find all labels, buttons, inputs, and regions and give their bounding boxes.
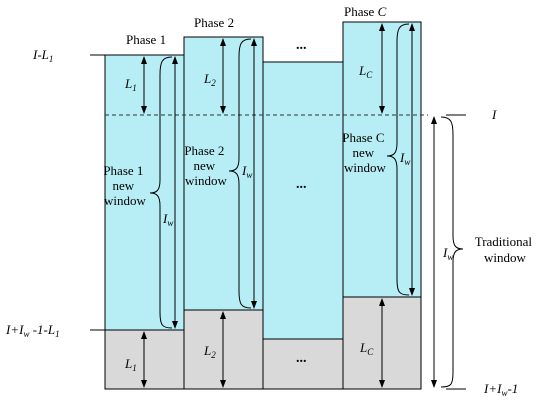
phase-c-new-window-brace [386, 23, 410, 296]
phase-2-new-window-brace [228, 38, 252, 309]
phase-c-length-label-lower: LC [359, 340, 374, 357]
phase-mid-lower-ellipsis: ... [296, 351, 307, 366]
phase-c-title: Phase C [344, 4, 387, 19]
phase-2-window-label: Phase 2 new window [184, 143, 227, 188]
traditional-window-brace [440, 116, 464, 388]
phase-c-window-width-label: Iw [399, 150, 410, 167]
phase-2-window-width-label: Iw [241, 163, 252, 180]
phase-2-title: Phase 2 [194, 15, 234, 30]
phase-c-title-var: C [378, 4, 387, 19]
phase-mid-window-ellipsis: ... [296, 177, 307, 192]
right-bottom-marker-label: I+Iw-1 [483, 381, 518, 398]
arrowheads [141, 23, 437, 388]
right-top-marker-label: I [491, 107, 497, 122]
phase-c-window-label: Phase C new window [342, 130, 388, 175]
phase-c-length-label-upper: LC [358, 63, 373, 80]
left-top-marker-label: I-L1 [32, 47, 53, 64]
phase-mid-lower-area [262, 338, 344, 390]
phase-1-window-width-label: Iw [162, 211, 173, 228]
phase-1-title: Phase 1 [126, 32, 166, 47]
traditional-window-width-label: Iw [442, 245, 453, 262]
left-bottom-marker-label: I+Iw -1-L1 [5, 322, 60, 339]
phase-c-title-prefix: Phase [344, 4, 378, 19]
phase-1-length-label-upper: L1 [124, 76, 137, 93]
phase-1-new-window-brace [149, 56, 173, 329]
phase-1-length-label-lower: L1 [124, 356, 137, 373]
phase-1-window-label: Phase 1 new window [103, 163, 146, 208]
traditional-window-label: Traditional window [475, 234, 536, 265]
phase-mid-window-area [262, 61, 344, 340]
phase-2-length-label-lower: L2 [203, 343, 216, 360]
phase-mid-title: ... [296, 38, 307, 53]
phase-2-length-label-upper: L2 [203, 71, 216, 88]
